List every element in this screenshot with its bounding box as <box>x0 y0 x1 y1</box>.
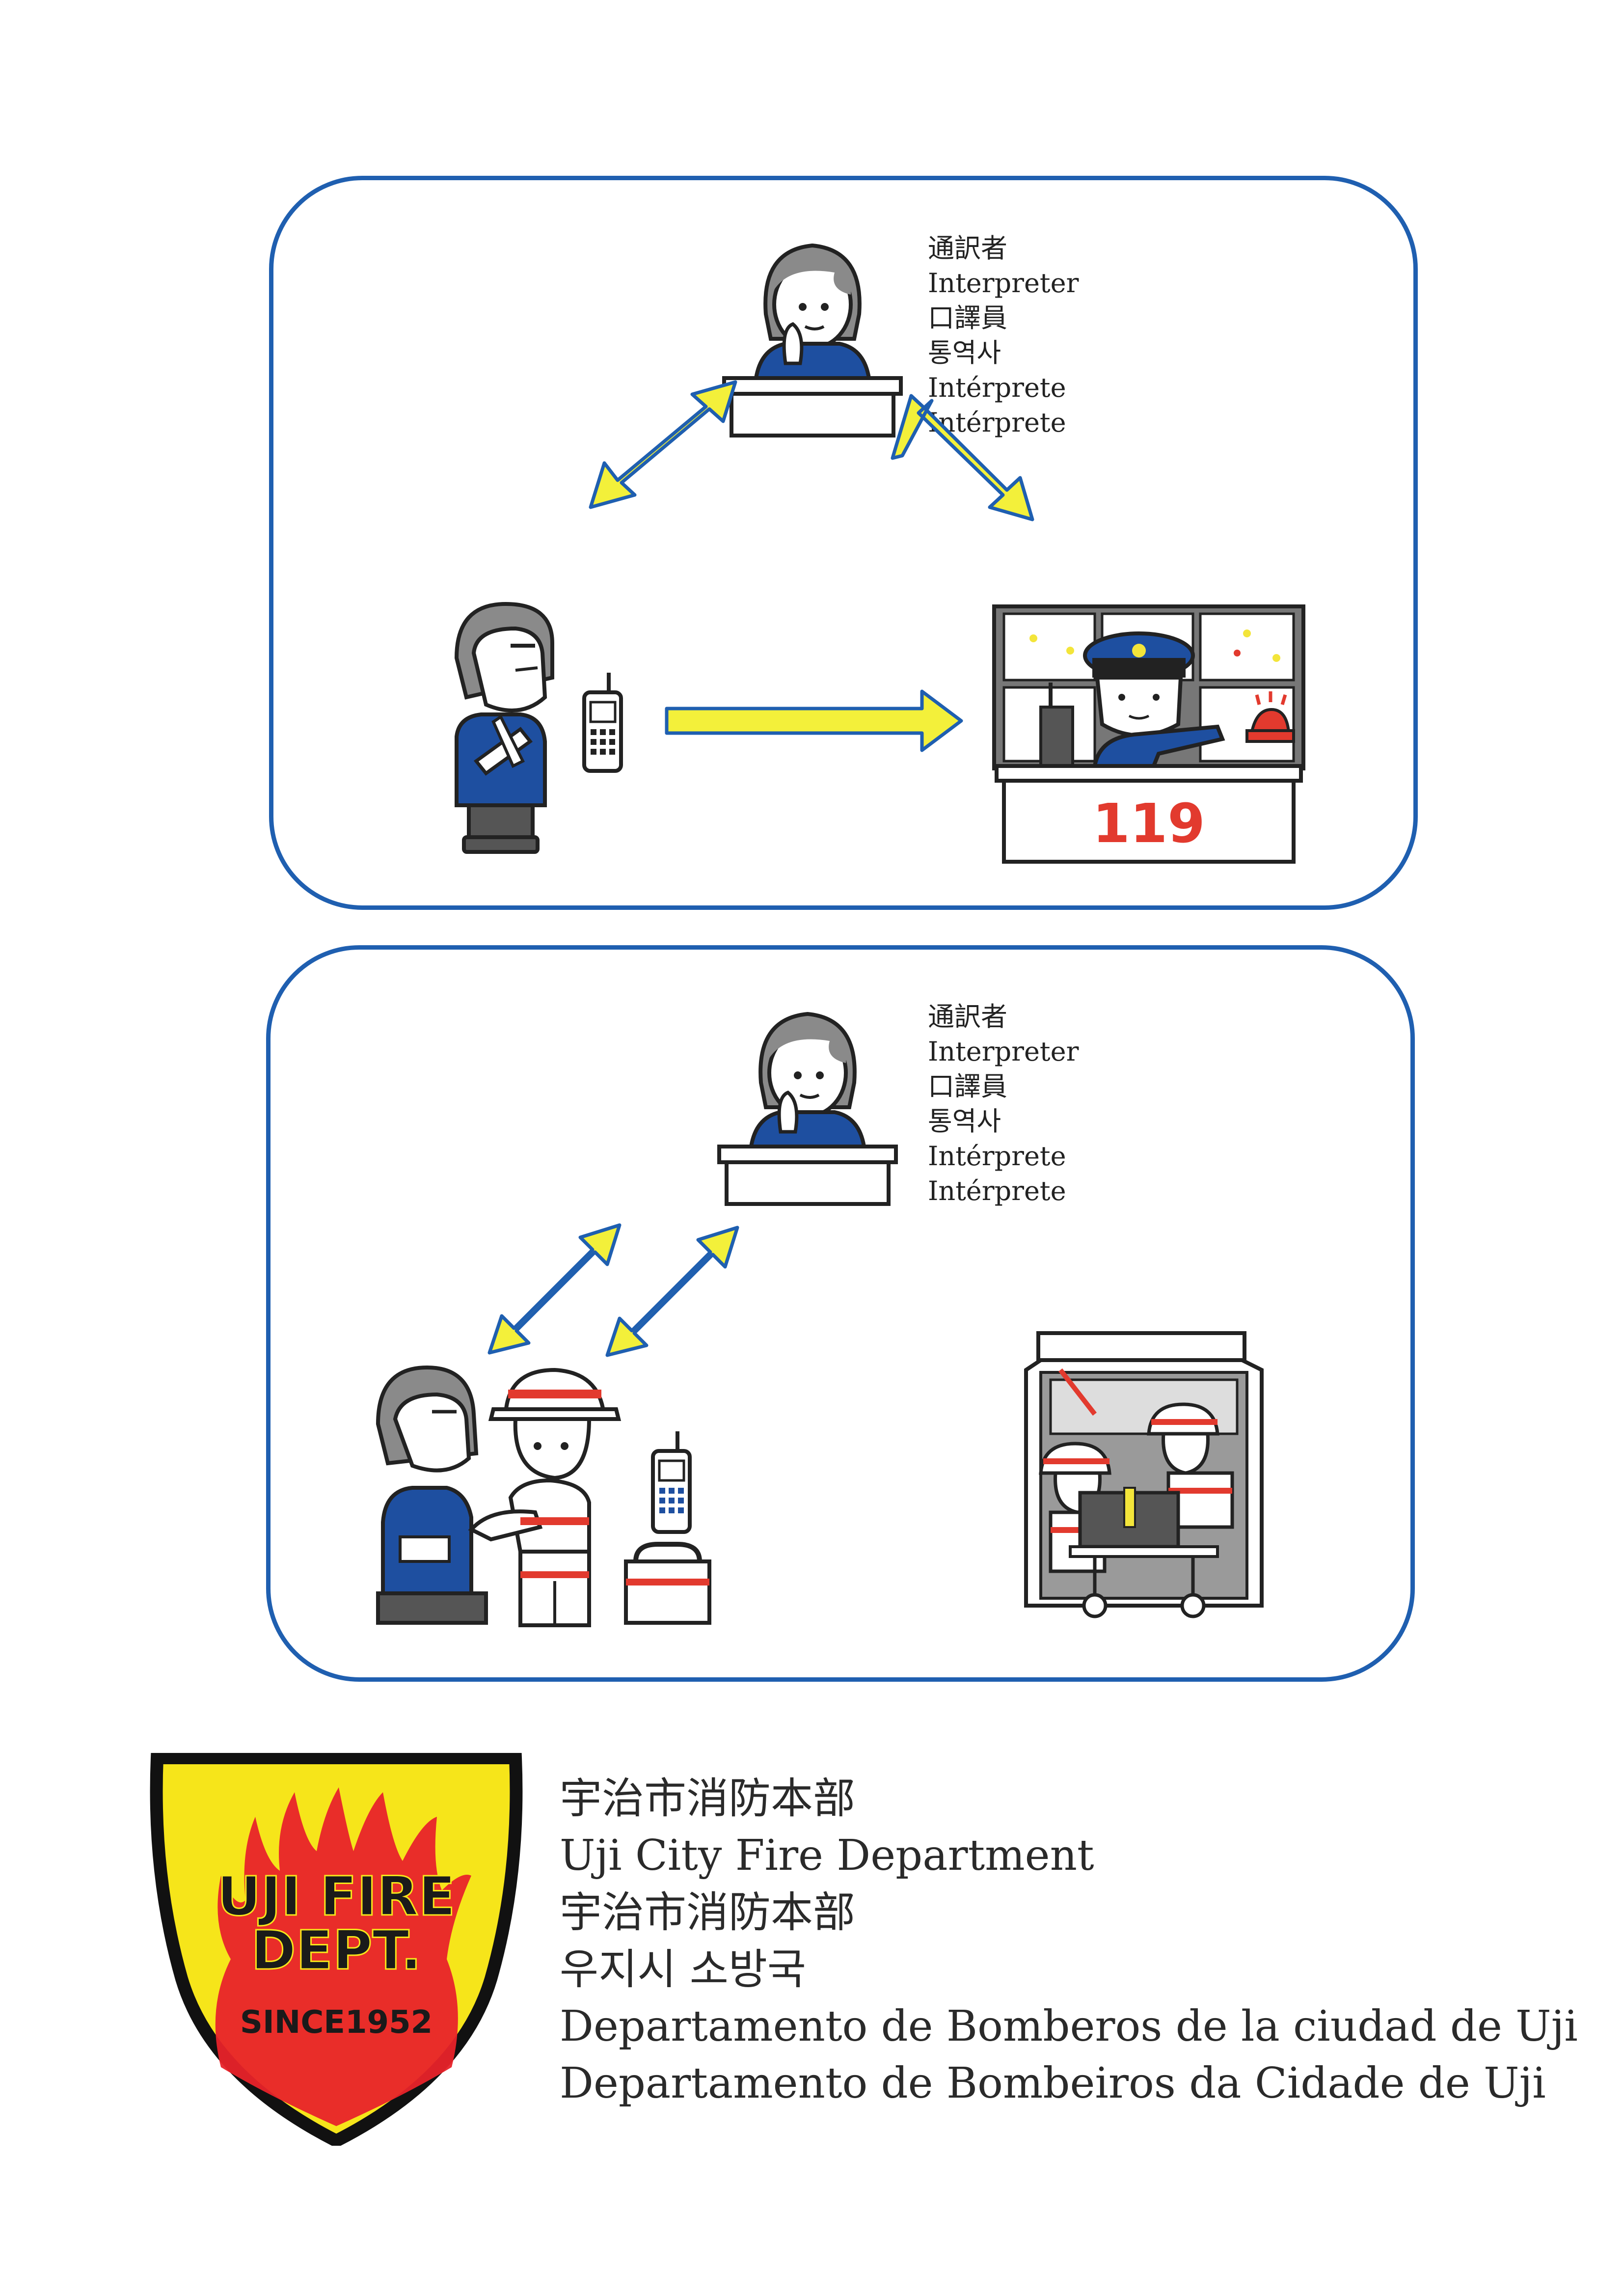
panel-call-to-119 <box>269 176 1418 910</box>
label-zh: 口譯員 <box>928 1071 1007 1102</box>
department-name-ko: 우지시 소방국 <box>560 1945 807 1994</box>
double-arrow-interpreter-dispatch <box>891 394 1034 521</box>
ambulance-figure <box>1024 1331 1264 1618</box>
department-name-en: Uji City Fire Department <box>560 1831 1094 1880</box>
label-es: Intérprete <box>928 1141 1066 1172</box>
label-zh: 口譯員 <box>928 302 1007 333</box>
department-name-zh: 宇治市消防本部 <box>560 1888 855 1937</box>
first-aid-box-icon <box>624 1542 711 1625</box>
dispatcher-119-figure: 119 <box>992 604 1305 864</box>
label-pt: Intérprete <box>928 1175 1066 1206</box>
interpreter-figure-2 <box>717 1011 898 1206</box>
mobile-phone-icon <box>582 673 623 773</box>
injured-caller-figure <box>454 601 623 854</box>
label-ja: 通訳者 <box>928 233 1007 264</box>
department-name-pt: Departamento de Bombeiros da Cidade de U… <box>560 2059 1546 2108</box>
emblem-line1: UJI FIRE <box>217 1865 455 1928</box>
label-en: Interpreter <box>928 268 1079 299</box>
emblem-since: SINCE1952 <box>240 2004 433 2041</box>
label-en: Interpreter <box>928 1036 1079 1067</box>
double-arrow-patient-interpreter <box>487 1223 622 1355</box>
emblem-line2: DEPT. <box>251 1919 421 1982</box>
mobile-phone-icon <box>651 1431 692 1534</box>
department-name-ja: 宇治市消防本部 <box>560 1774 855 1823</box>
alert-light-icon <box>1245 691 1295 743</box>
department-name-es: Departamento de Bomberos de la ciudad de… <box>560 2002 1578 2051</box>
panel-onsite-interpretation <box>266 945 1415 1682</box>
interpreter-labels-2: 通訳者 Interpreter 口譯員 통역사 Intérprete Intér… <box>928 999 1079 1208</box>
patient-and-paramedic-figure <box>376 1365 711 1627</box>
arrow-caller-to-dispatch <box>665 689 963 752</box>
interpreter-figure <box>722 243 903 437</box>
arrows-panel-1 <box>589 380 1034 752</box>
interpreter-labels: 通訳者 Interpreter 口譯員 통역사 Intérprete Intér… <box>928 231 1079 440</box>
label-es: Intérprete <box>928 372 1066 403</box>
uji-fire-dept-emblem: UJI FIRE DEPT. SINCE1952 <box>150 1753 523 2146</box>
double-arrow-caller-interpreter <box>589 380 737 509</box>
label-ja: 通訳者 <box>928 1001 1007 1032</box>
double-arrow-paramedic-interpreter <box>605 1226 739 1357</box>
label-ko: 통역사 <box>928 337 1001 368</box>
dispatch-number: 119 <box>1092 792 1205 855</box>
label-ko: 통역사 <box>928 1106 1001 1137</box>
department-name-block: 宇治市消防本部 Uji City Fire Department 宇治市消防本部… <box>560 1770 1578 2112</box>
arrows-panel-2 <box>487 1223 739 1357</box>
